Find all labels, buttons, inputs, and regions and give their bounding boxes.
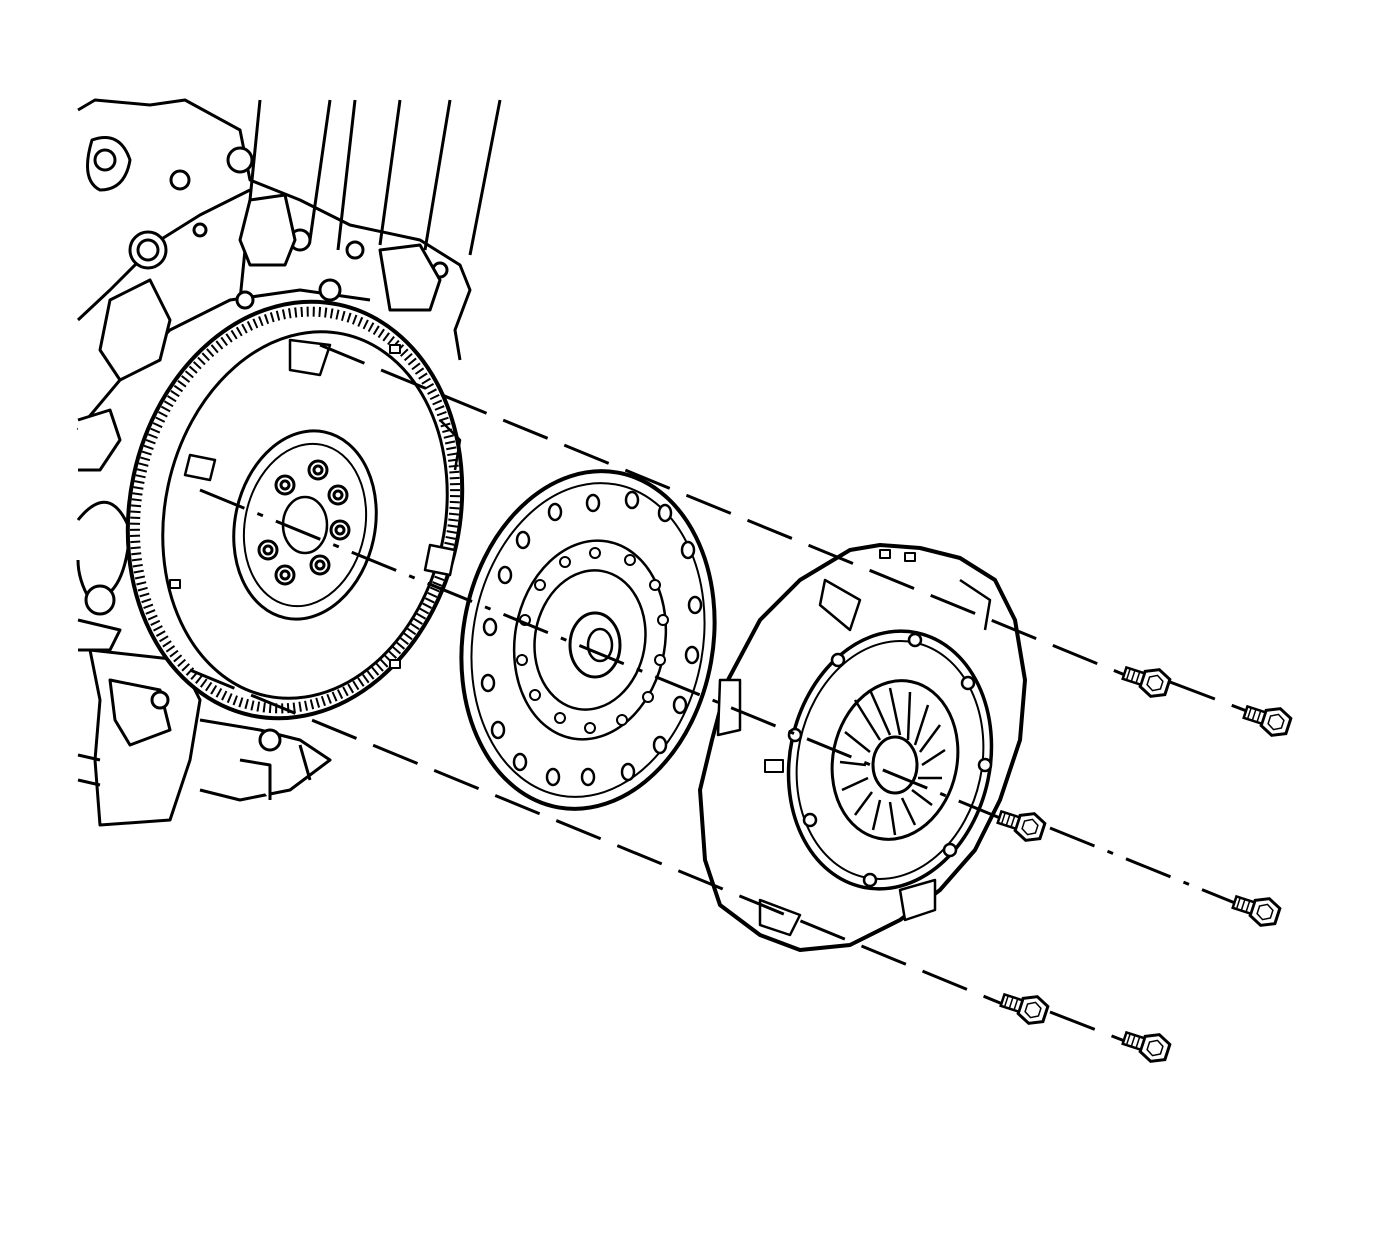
bolt-4 xyxy=(1228,887,1284,931)
flywheel xyxy=(125,299,465,721)
bolt-1 xyxy=(1118,658,1174,702)
pressure-plate xyxy=(698,543,1027,952)
bolt-2 xyxy=(1239,697,1295,741)
clutch-disc xyxy=(459,469,717,811)
bolt-5 xyxy=(996,985,1052,1029)
bolts xyxy=(993,658,1295,1067)
bolt-6 xyxy=(1118,1023,1174,1067)
alignment-lines xyxy=(189,343,1253,1047)
bolt-3 xyxy=(993,802,1049,846)
